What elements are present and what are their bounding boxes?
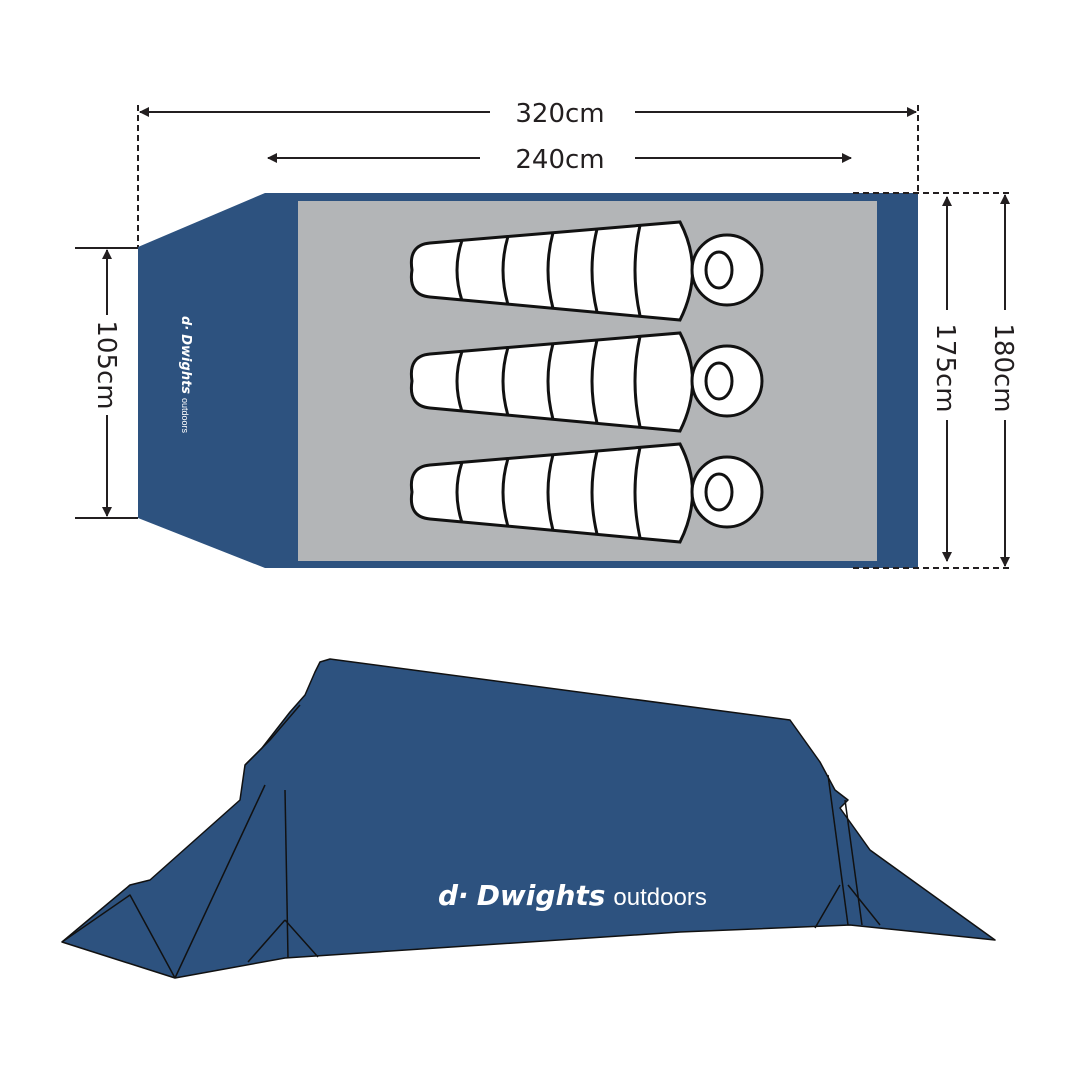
sleeping-bag [409,220,764,322]
floor-logo-text: d· Dwights outdoors [178,316,193,434]
sleeping-bag-seam [590,450,599,535]
sleeping-bag-face-opening [704,361,734,401]
side-logo: d·Dwights outdoors [438,879,707,912]
sleeping-bag-face-opening [704,250,734,290]
sleeping-bag-seam [455,350,464,413]
sleeping-bag-seam [633,447,642,538]
sleeping-bag-seam [501,347,510,416]
sleeping-bag-body [409,442,694,544]
label-inner-length: 240cm [515,145,604,175]
sleeping-bag-face-opening [704,472,734,512]
sleeping-bag-seam [501,458,510,527]
label-total-length: 320cm [515,99,604,129]
floor-plan: d· Dwights outdoors [138,193,918,568]
sleeping-bag-seam [455,239,464,302]
sleeping-bag-seam [546,343,555,420]
side-logo-text: d·Dwights outdoors [438,879,707,912]
sleeping-bag-seam [590,228,599,313]
side-logo-mark: d· [438,879,469,912]
sleeping-bag-seam [633,336,642,427]
dimension-lines [75,105,1010,569]
floor-logo-mark: d· [178,316,193,330]
side-logo-suffix: outdoors [613,884,706,911]
floor-logo-suffix: outdoors [180,398,190,434]
label-end-width: 105cm [91,320,121,409]
sleeping-bag-seam [590,339,599,424]
sleeping-bag-seam [546,454,555,531]
sleeping-bag-seam [633,225,642,316]
floor-logo-name: Dwights [178,334,193,394]
sleeping-bag [409,442,764,544]
label-total-width: 180cm [988,323,1018,412]
side-logo-name: Dwights [477,879,606,912]
sleeping-bag-seam [546,232,555,309]
label-inner-width: 175cm [930,323,960,412]
sleeping-bag [409,331,764,433]
sleeping-bags [409,220,764,544]
sleeping-bag-seam [455,461,464,524]
sleeping-bag-body [409,220,694,322]
sleeping-bag-body [409,331,694,433]
floor-logo: d· Dwights outdoors [178,316,193,434]
sleeping-bag-seam [501,236,510,305]
tent-side-view [61,658,996,979]
